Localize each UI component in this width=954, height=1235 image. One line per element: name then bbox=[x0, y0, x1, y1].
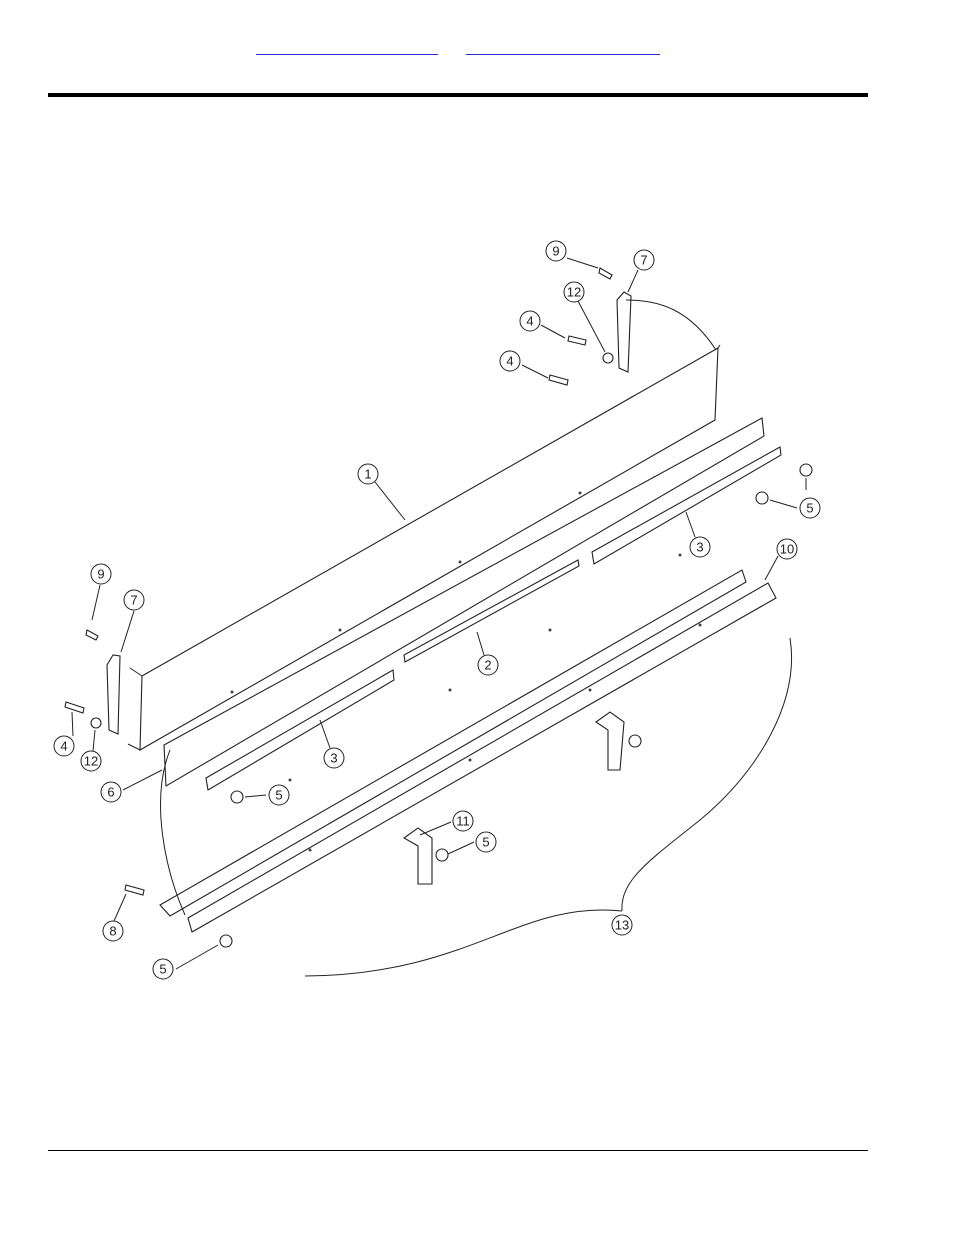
callout-5-middle: 5 bbox=[476, 832, 496, 852]
callout-5-left: 5 bbox=[269, 785, 289, 805]
callout-9-left: 9 bbox=[91, 564, 111, 584]
callout-7-left: 7 bbox=[124, 590, 144, 610]
callout-5-bottom: 5 bbox=[153, 959, 173, 979]
bracket-left bbox=[404, 828, 432, 884]
callout-9-right: 9 bbox=[546, 241, 566, 261]
svg-text:5: 5 bbox=[806, 501, 813, 516]
svg-text:5: 5 bbox=[482, 835, 489, 850]
callout-7-right: 7 bbox=[634, 250, 654, 270]
svg-text:5: 5 bbox=[275, 788, 282, 803]
svg-text:12: 12 bbox=[567, 285, 581, 300]
svg-text:12: 12 bbox=[84, 754, 98, 769]
callout-3-right: 3 bbox=[690, 537, 710, 557]
svg-text:1: 1 bbox=[364, 467, 371, 482]
svg-text:7: 7 bbox=[130, 593, 137, 608]
svg-text:5: 5 bbox=[159, 962, 166, 977]
svg-text:8: 8 bbox=[109, 924, 116, 939]
callout-12-left: 12 bbox=[81, 751, 101, 771]
callout-10: 10 bbox=[777, 539, 797, 559]
end-post-left bbox=[107, 655, 120, 734]
callout-12-upper: 12 bbox=[564, 282, 584, 302]
callout-4-lower: 4 bbox=[500, 351, 520, 371]
main-panel bbox=[128, 345, 720, 750]
callout-11: 11 bbox=[453, 811, 473, 831]
svg-text:2: 2 bbox=[484, 658, 491, 673]
callout-4-left: 4 bbox=[54, 736, 74, 756]
svg-text:11: 11 bbox=[456, 814, 470, 829]
svg-text:9: 9 bbox=[97, 567, 104, 582]
end-post-right bbox=[617, 292, 631, 372]
callout-5-right: 5 bbox=[800, 498, 820, 518]
svg-text:4: 4 bbox=[60, 739, 67, 754]
footer-rule bbox=[48, 1150, 868, 1151]
svg-text:3: 3 bbox=[696, 540, 703, 555]
svg-text:4: 4 bbox=[526, 314, 533, 329]
svg-text:13: 13 bbox=[615, 918, 629, 933]
svg-text:10: 10 bbox=[780, 542, 794, 557]
svg-text:9: 9 bbox=[552, 244, 559, 259]
callout-4-upper: 4 bbox=[520, 311, 540, 331]
svg-text:7: 7 bbox=[640, 253, 647, 268]
callout-13: 13 bbox=[612, 915, 632, 935]
callout-2: 2 bbox=[478, 655, 498, 675]
svg-text:4: 4 bbox=[506, 354, 513, 369]
callout-3-left: 3 bbox=[324, 748, 344, 768]
svg-text:6: 6 bbox=[107, 785, 114, 800]
svg-text:3: 3 bbox=[330, 751, 337, 766]
callout-6: 6 bbox=[101, 782, 121, 802]
bracket-right bbox=[596, 712, 624, 770]
callout-8: 8 bbox=[103, 921, 123, 941]
callout-1: 1 bbox=[358, 464, 378, 484]
